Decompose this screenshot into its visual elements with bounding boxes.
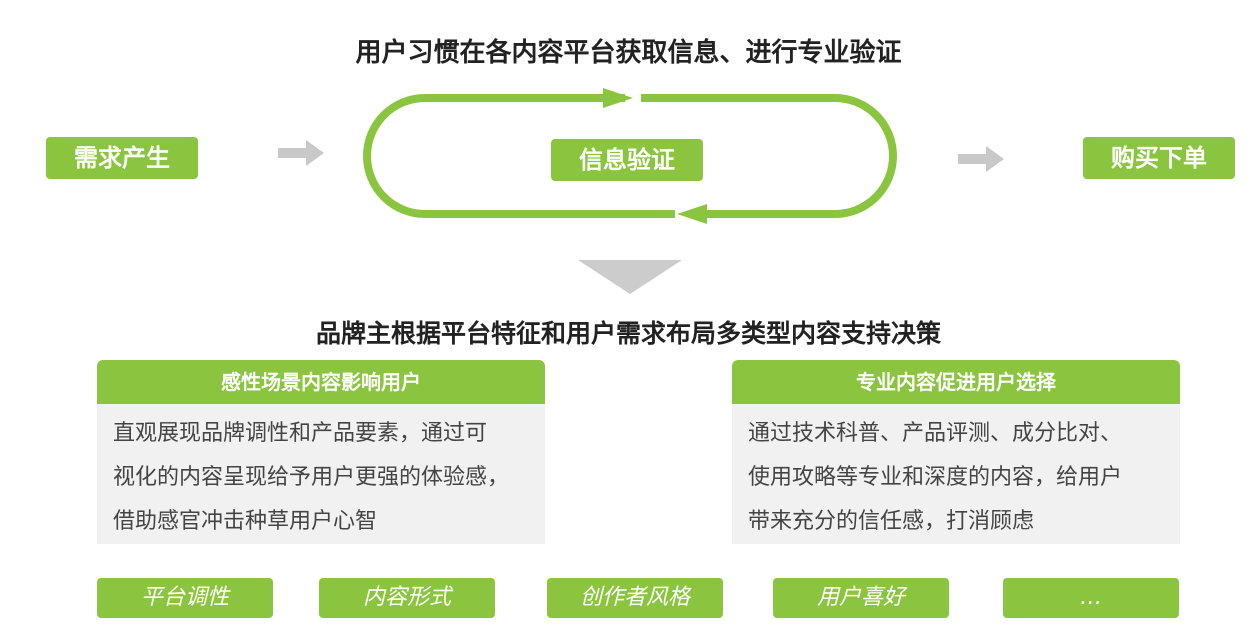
tag-content-format: 内容形式 (319, 578, 495, 618)
demand-stage: 需求产生 (46, 137, 198, 179)
panel-professional-line: 通过技术科普、产品评测、成分比对、 (748, 421, 1123, 446)
panel-emotional-line: 借助感官冲击种草用户心智 (113, 509, 378, 534)
purchase-stage: 购买下单 (1083, 137, 1235, 179)
panel-professional-body: 通过技术科普、产品评测、成分比对、 使用攻略等专业和深度的内容，给用户 带来充分… (732, 404, 1180, 544)
tag-platform-tone: 平台调性 (97, 578, 273, 618)
tag-more: … (1003, 578, 1179, 618)
arrow-right-icon (278, 140, 324, 166)
loop-arrowhead-right (603, 88, 633, 108)
panel-emotional-body: 直观展现品牌调性和产品要素，通过可 视化的内容呈现给予用户更强的体验感， 借助感… (97, 404, 545, 544)
top-title: 用户习惯在各内容平台获取信息、进行专业验证 (355, 38, 902, 68)
panel-professional: 专业内容促进用户选择 通过技术科普、产品评测、成分比对、 使用攻略等专业和深度的… (732, 360, 1180, 544)
panel-professional-header: 专业内容促进用户选择 (732, 360, 1180, 404)
tag-user-preference: 用户喜好 (773, 578, 949, 618)
arrow-right-icon (958, 146, 1004, 172)
panel-emotional-header: 感性场景内容影响用户 (97, 360, 545, 404)
panel-professional-line: 使用攻略等专业和深度的内容，给用户 (748, 465, 1123, 490)
panel-emotional-line: 视化的内容呈现给予用户更强的体验感， (113, 465, 510, 490)
panel-emotional-line: 直观展现品牌调性和产品要素，通过可 (113, 421, 488, 446)
panel-emotional: 感性场景内容影响用户 直观展现品牌调性和产品要素，通过可 视化的内容呈现给予用户… (97, 360, 545, 544)
middle-title: 品牌主根据平台特征和用户需求布局多类型内容支持决策 (315, 319, 941, 348)
tag-creator-style: 创作者风格 (547, 578, 723, 618)
arrow-down-icon (578, 260, 682, 294)
loop-arrowhead-left (677, 204, 707, 224)
verification-loop (363, 88, 897, 224)
panel-professional-line: 带来充分的信任感，打消顾虑 (748, 509, 1035, 534)
verify-stage: 信息验证 (551, 139, 703, 181)
